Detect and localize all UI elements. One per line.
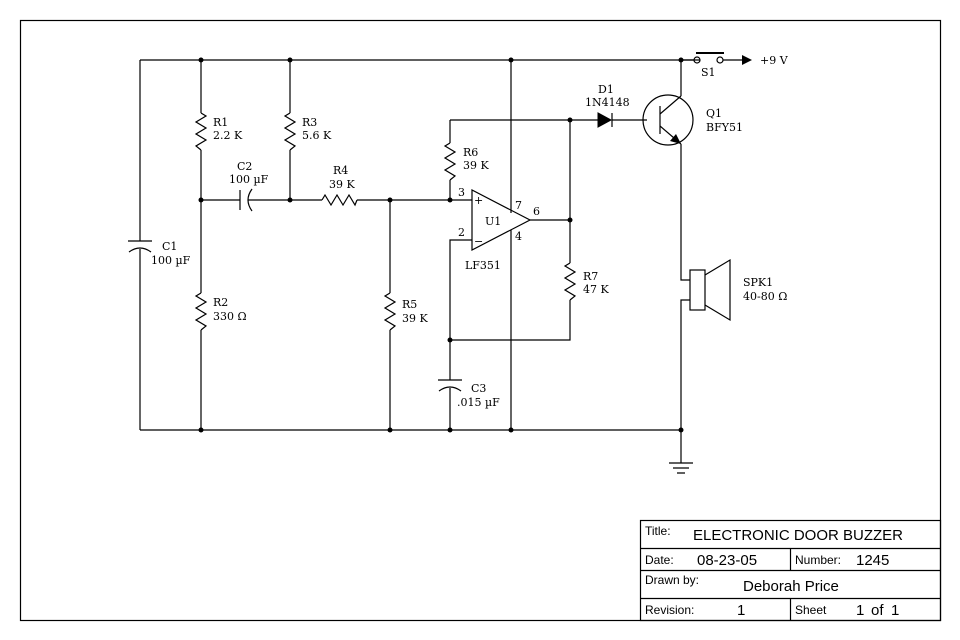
supply-label: +9 V: [760, 54, 789, 67]
number-value: 1245: [856, 552, 889, 569]
r7-value: 47 K: [583, 283, 609, 296]
r6-value: 39 K: [463, 159, 489, 172]
resistor-r2-icon: [194, 292, 208, 331]
drawn-by-value: Deborah Price: [743, 578, 839, 595]
r5-value: 39 K: [402, 312, 428, 325]
opamp-u1-icon: + −: [471, 189, 532, 251]
drawn-by-label: Drawn by:: [645, 573, 699, 587]
capacitor-c3-icon: [438, 379, 462, 392]
c2-ref: C2: [237, 160, 252, 173]
sheet-of-label: of: [871, 602, 884, 619]
c1-ref: C1: [162, 240, 177, 253]
resistor-r6-icon: [443, 142, 457, 181]
drawing-frame: [19, 19, 942, 622]
capacitor-c1-icon: [128, 240, 152, 253]
q1-value: BFY51: [706, 121, 743, 134]
c3-value: .015 µF: [457, 396, 500, 409]
r4-value: 39 K: [329, 178, 355, 191]
speaker-return-wire: [680, 299, 690, 463]
resistor-r3-icon: [283, 112, 297, 151]
s1-ref: S1: [701, 66, 716, 79]
sheet-label: Sheet: [795, 603, 827, 617]
pin-4-label: 4: [515, 230, 522, 243]
resistor-r4-icon: [321, 193, 358, 207]
c2-value: 100 µF: [229, 173, 269, 186]
sheet-value: 1: [856, 602, 864, 619]
supply-arrow-icon: [742, 55, 752, 65]
u1-value-label: LF351: [465, 259, 501, 272]
capacitor-c2-icon: [239, 188, 253, 212]
r7-ref: R7: [583, 270, 598, 283]
c1-value: 100 µF: [151, 254, 191, 267]
c3-ref: C3: [471, 382, 486, 395]
resistor-r7-icon: [563, 262, 577, 301]
diode-d1-icon: [597, 112, 613, 128]
q1-ref: Q1: [706, 107, 722, 120]
spk1-value: 40-80 Ω: [743, 290, 787, 303]
pin-7-label: 7: [515, 199, 522, 212]
r4-ref: R4: [333, 164, 348, 177]
title-label: Title:: [645, 524, 671, 538]
pin-6-label: 6: [533, 205, 540, 218]
wires: [139, 59, 742, 463]
transistor-q1-icon: [642, 94, 694, 146]
u1-ref-label: U1: [485, 215, 501, 228]
r3-value: 5.6 K: [302, 129, 332, 142]
title-value: ELECTRONIC DOOR BUZZER: [693, 527, 903, 544]
r7-feedback-wire: [450, 120, 571, 341]
sheet-total-value: 1: [891, 602, 899, 619]
date-label: Date:: [645, 553, 674, 567]
r1-ref: R1: [213, 116, 228, 129]
number-label: Number:: [795, 553, 841, 567]
d1-value: 1N4148: [585, 96, 630, 109]
ground-icon: [669, 462, 693, 474]
svg-text:−: −: [474, 235, 483, 248]
date-value: 08-23-05: [697, 552, 757, 569]
r2-value: 330 Ω: [213, 310, 247, 323]
r3-ref: R3: [302, 116, 317, 129]
revision-value: 1: [737, 602, 745, 619]
resistor-r5-icon: [383, 292, 397, 331]
revision-label: Revision:: [645, 603, 694, 617]
resistor-r1-icon: [194, 112, 208, 151]
junctions: [198, 57, 684, 433]
inverting-input-wire: [449, 239, 472, 340]
svg-text:+: +: [474, 194, 483, 207]
spk1-ref: SPK1: [743, 276, 773, 289]
r5-ref: R5: [402, 298, 417, 311]
r6-ref: R6: [463, 146, 478, 159]
pin-2-label: 2: [458, 226, 465, 239]
speaker-spk1-icon: [689, 258, 731, 322]
emitter-wire: [680, 144, 690, 281]
title-block: Title: ELECTRONIC DOOR BUZZER Date: 08-2…: [639, 519, 942, 622]
r2-ref: R2: [213, 296, 228, 309]
switch-s1-icon[interactable]: [693, 52, 724, 64]
pin-3-label: 3: [458, 186, 465, 199]
d1-ref: D1: [598, 83, 614, 96]
r1-value: 2.2 K: [213, 129, 243, 142]
